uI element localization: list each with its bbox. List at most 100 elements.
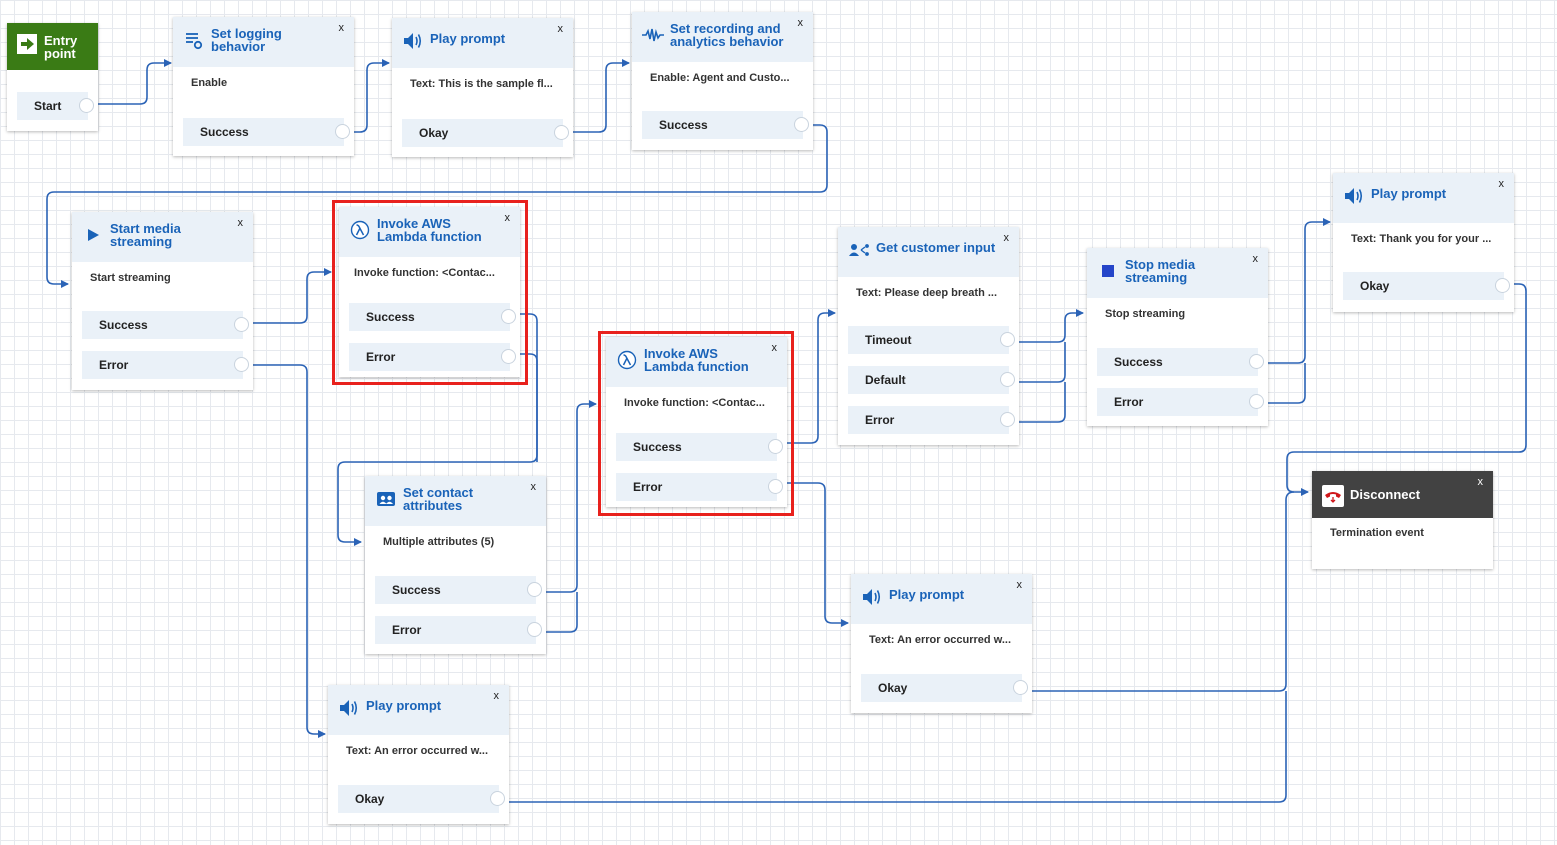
play-icon — [82, 224, 104, 246]
branch-error: Error — [82, 351, 249, 379]
branch-port[interactable] — [501, 349, 516, 364]
hangup-icon — [1322, 484, 1344, 507]
branch-label: Success — [366, 310, 415, 324]
close-icon[interactable]: x — [797, 17, 804, 29]
branch-start: Start — [17, 92, 94, 120]
start-media-streaming-block[interactable]: Start media streaming x Start streaming … — [72, 212, 253, 390]
lambda-icon — [616, 349, 638, 371]
speaker-icon — [861, 586, 883, 608]
connector-lambda2-success-to-getinput — [787, 309, 836, 444]
branch-label: Success — [1114, 355, 1163, 369]
branch-port[interactable] — [1013, 680, 1028, 695]
set-recording-analytics-block[interactable]: Set recording and analytics behavior x E… — [632, 12, 813, 150]
branch-success: Success — [375, 576, 542, 604]
branch-port[interactable] — [1249, 394, 1264, 409]
branch-port[interactable] — [234, 357, 249, 372]
stop-media-streaming-block[interactable]: Stop media streaming x Stop streaming Su… — [1087, 248, 1268, 426]
branch-port[interactable] — [335, 124, 350, 139]
block-header: Start media streaming x — [72, 212, 253, 262]
branch-port[interactable] — [768, 479, 783, 494]
entry-point-header: Entry point — [7, 23, 98, 70]
disconnect-block[interactable]: Disconnect x Termination event — [1312, 471, 1493, 569]
play-prompt-block[interactable]: Play prompt x Text: An error occurred w.… — [328, 685, 509, 824]
invoke-lambda-block[interactable]: Invoke AWS Lambda function x Invoke func… — [339, 207, 520, 377]
branch-label: Success — [659, 118, 708, 132]
branch-label: Okay — [878, 681, 908, 695]
block-title: Set contact attributes — [403, 485, 474, 513]
set-contact-attributes-block[interactable]: Set contact attributes x Multiple attrib… — [365, 476, 546, 654]
close-icon[interactable]: x — [530, 481, 537, 493]
branch-label: Timeout — [865, 333, 912, 347]
branch-port[interactable] — [234, 317, 249, 332]
branch-port[interactable] — [1249, 354, 1264, 369]
block-subtitle: Text: This is the sample fl... — [410, 78, 553, 90]
block-title: Play prompt — [366, 698, 442, 713]
speaker-icon — [338, 697, 360, 719]
branch-success: Success — [82, 311, 249, 339]
branch-port[interactable] — [1495, 278, 1510, 293]
stop-icon — [1097, 260, 1119, 282]
close-icon[interactable]: x — [771, 342, 778, 354]
branch-port[interactable] — [527, 582, 542, 597]
close-icon[interactable]: x — [338, 22, 345, 34]
close-icon[interactable]: x — [1498, 178, 1505, 190]
connector-logging-to-prompt — [350, 59, 390, 133]
branch-port[interactable] — [501, 309, 516, 324]
connector-stopmedia-success-to-thanks — [1265, 218, 1331, 364]
branch-error: Error — [848, 406, 1015, 434]
close-icon[interactable]: x — [1003, 232, 1010, 244]
play-prompt-block[interactable]: Play prompt x Text: This is the sample f… — [392, 18, 573, 157]
block-title: Invoke AWS Lambda function — [644, 346, 749, 374]
connector-lambda2-error-to-errorprompt2 — [787, 482, 849, 627]
branch-port[interactable] — [554, 125, 569, 140]
get-customer-input-block[interactable]: Get customer input x Text: Please deep b… — [838, 227, 1019, 445]
branch-timeout: Timeout — [848, 326, 1015, 354]
close-icon[interactable]: x — [504, 212, 511, 224]
entry-point-block[interactable]: Entry point Start — [7, 23, 98, 131]
block-header: Get customer input x — [838, 227, 1019, 277]
branch-label: Okay — [419, 126, 449, 140]
branch-port[interactable] — [794, 117, 809, 132]
block-header: Disconnect x — [1312, 471, 1493, 518]
block-subtitle: Multiple attributes (5) — [383, 536, 495, 548]
block-header: Play prompt x — [851, 574, 1032, 624]
speaker-icon — [402, 30, 424, 52]
close-icon[interactable]: x — [1477, 476, 1484, 488]
branch-port[interactable] — [1000, 332, 1015, 347]
branch-label: Success — [200, 125, 249, 139]
invoke-lambda-block[interactable]: Invoke AWS Lambda function x Invoke func… — [606, 337, 787, 507]
connector-getinput-timeout-to-stopmedia — [1017, 309, 1084, 343]
branch-start-port[interactable] — [79, 98, 94, 113]
set-logging-behavior-block[interactable]: Set logging behavior x Enable Success — [173, 17, 354, 156]
branch-default: Default — [848, 366, 1015, 394]
branch-port[interactable] — [1000, 412, 1015, 427]
entry-point-title: Entry point — [44, 32, 78, 61]
branch-port[interactable] — [527, 622, 542, 637]
block-title: Set recording and analytics behavior — [670, 21, 784, 49]
branch-success: Success — [349, 303, 516, 331]
play-prompt-block[interactable]: Play prompt x Text: An error occurred w.… — [851, 574, 1032, 713]
play-prompt-block[interactable]: Play prompt x Text: Thank you for your .… — [1333, 173, 1514, 312]
branch-port[interactable] — [768, 439, 783, 454]
close-icon[interactable]: x — [493, 690, 500, 702]
branch-success: Success — [1097, 348, 1264, 376]
branch-port[interactable] — [1000, 372, 1015, 387]
block-title: Disconnect — [1350, 487, 1421, 502]
customer-input-icon — [848, 239, 870, 261]
close-icon[interactable]: x — [557, 23, 564, 35]
speaker-icon — [1343, 185, 1365, 207]
close-icon[interactable]: x — [1016, 579, 1023, 591]
branch-okay: Okay — [402, 119, 569, 147]
close-icon[interactable]: x — [237, 217, 244, 229]
close-icon[interactable]: x — [1252, 253, 1259, 265]
block-header: Set logging behavior x — [173, 17, 354, 67]
block-subtitle: Termination event — [1330, 527, 1424, 539]
block-title: Invoke AWS Lambda function — [377, 216, 482, 244]
branch-label: Okay — [355, 792, 385, 806]
contact-card-icon — [375, 488, 397, 510]
branch-port[interactable] — [490, 791, 505, 806]
block-subtitle: Enable — [191, 77, 228, 89]
block-title: Play prompt — [1371, 186, 1447, 201]
branch-error: Error — [616, 473, 783, 501]
block-subtitle: Text: An error occurred w... — [869, 634, 1012, 646]
